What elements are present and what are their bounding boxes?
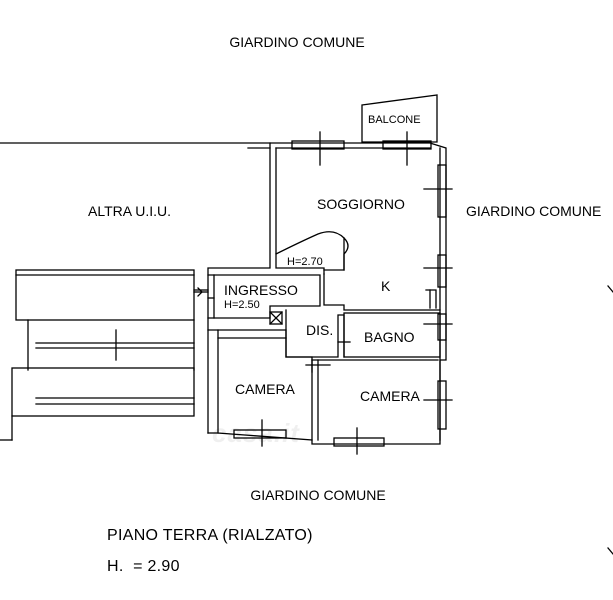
hallway-label: DIS. <box>306 322 334 338</box>
window-top-left <box>291 140 345 150</box>
garden-label-top: GIARDINO COMUNE <box>229 34 365 50</box>
window-bottom-right <box>333 437 385 447</box>
living-room-label: SOGGIORNO <box>317 196 405 212</box>
entrance-label: INGRESSO <box>224 282 298 298</box>
watermark: casa.it <box>212 418 300 448</box>
garden-label-bottom: GIARDINO COMUNE <box>250 487 386 503</box>
other-unit-label: ALTRA U.I.U. <box>88 203 171 219</box>
living-door-arc <box>275 231 349 271</box>
entrance-height: H=2.50 <box>224 299 260 311</box>
living-room-height: H=2.70 <box>287 256 323 268</box>
bedroom-left-label: CAMERA <box>235 381 295 397</box>
floor-title: PIANO TERRA (RIALZATO) <box>107 527 313 544</box>
window-bottom-left <box>233 429 287 439</box>
kitchen-wall <box>323 273 441 311</box>
living-partition <box>275 147 325 275</box>
bedroom-left-wall <box>217 329 313 441</box>
bedroom-right-label: CAMERA <box>360 388 420 404</box>
window-right-2 <box>437 254 447 288</box>
kitchen-label: K <box>381 278 391 294</box>
balcony-outline <box>361 94 438 143</box>
window-right-3 <box>437 313 447 341</box>
kitchen-counter <box>425 289 437 309</box>
hallway-shaft <box>269 311 283 325</box>
entrance-wall <box>207 274 321 319</box>
garden-label-right: GIARDINO COMUNE <box>466 203 602 219</box>
adjacent-terrace <box>15 269 195 321</box>
bathroom-label: BAGNO <box>364 329 415 345</box>
apartment-outer-wall <box>207 142 447 445</box>
balcony-label: BALCONE <box>368 114 421 126</box>
window-right-4 <box>437 380 447 430</box>
adjacent-steps <box>11 367 195 417</box>
window-right-1 <box>437 164 447 218</box>
bathroom-outline <box>343 312 441 358</box>
ceiling-height: H. = 2.90 <box>107 558 180 575</box>
